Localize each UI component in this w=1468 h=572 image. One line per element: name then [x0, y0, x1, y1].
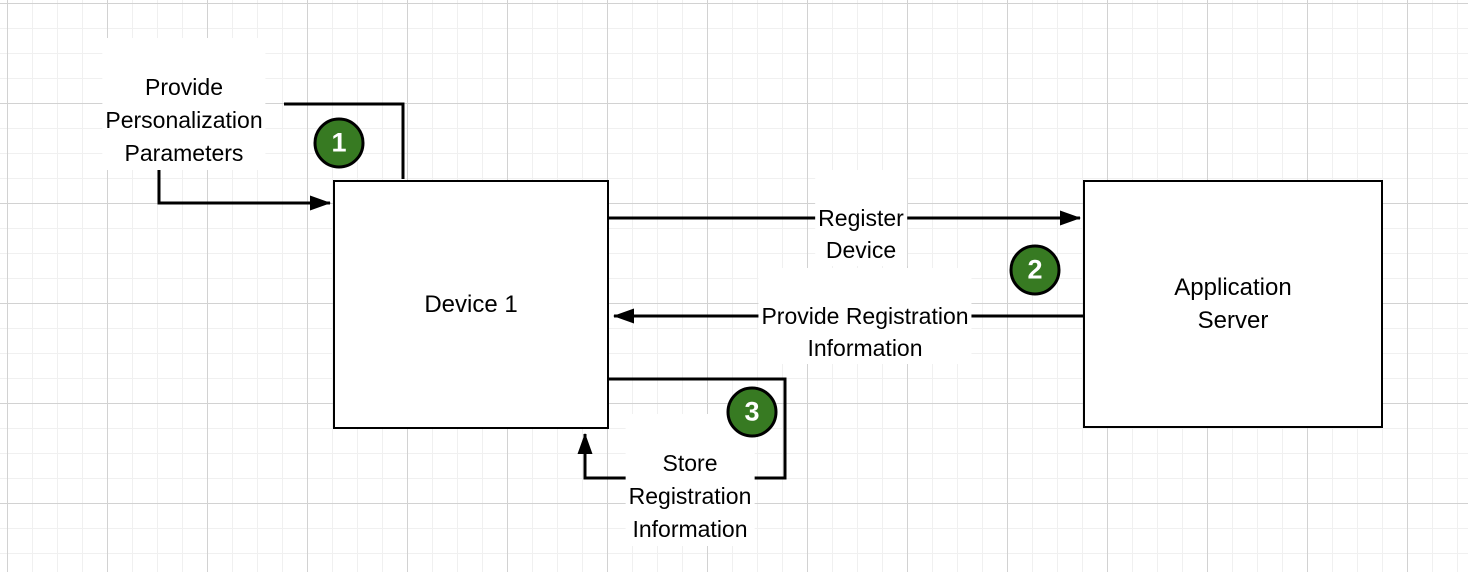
node-application-server[interactable]: Application Server — [1083, 180, 1383, 428]
edge-label-register-device-text: Register Device — [818, 205, 904, 263]
step-badge-1-number: 1 — [331, 127, 347, 158]
step-badge-3-number: 3 — [744, 396, 760, 427]
edge-personalization-to-top[interactable] — [284, 102, 405, 179]
node-application-server-label: Application Server — [1174, 274, 1292, 334]
edge-label-store-registration-text: Store Registration Information — [628, 450, 752, 542]
node-device1[interactable]: Device 1 — [333, 180, 609, 429]
edge-store-registration[interactable] — [577, 377, 787, 480]
node-device1-label: Device 1 — [424, 291, 518, 318]
step-badge-3[interactable]: 3 — [726, 386, 778, 438]
edge-label-provide-registration[interactable]: Provide Registration Information — [758, 268, 972, 364]
step-badge-2-number: 2 — [1027, 254, 1043, 285]
step-badge-1[interactable]: 1 — [313, 117, 365, 169]
edge-label-provide-personalization[interactable]: Provide Personalization Parameters — [102, 38, 266, 170]
step-badge-2[interactable]: 2 — [1009, 244, 1061, 296]
edge-label-store-registration[interactable]: Store Registration Information — [625, 414, 755, 546]
edge-label-register-device[interactable]: Register Device — [815, 170, 907, 266]
edge-label-provide-registration-text: Provide Registration Information — [761, 303, 969, 361]
edge-label-provide-personalization-text: Provide Personalization Parameters — [105, 74, 263, 166]
